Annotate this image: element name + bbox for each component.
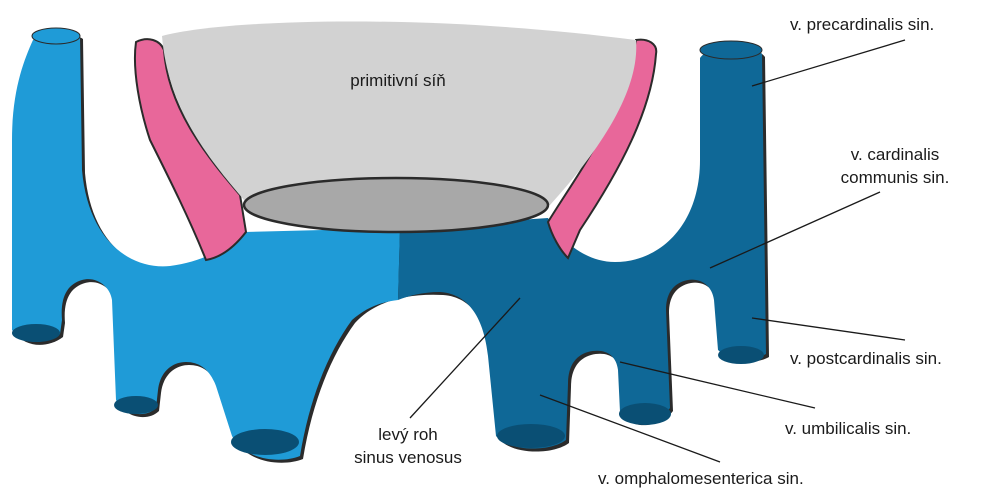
label-cardinalis-line2: communis sin. [841, 168, 950, 187]
label-precardinalis: v. precardinalis sin. [790, 15, 934, 34]
label-sinus-line1: levý roh [378, 425, 438, 444]
left-umbilical-opening [114, 396, 158, 414]
right-postcardinal-opening [718, 346, 764, 364]
right-precardinal-opening [700, 41, 762, 59]
right-umbilical-opening [619, 403, 671, 425]
left-omphalo-opening [231, 429, 299, 455]
left-precardinal-opening [32, 28, 80, 44]
label-atrium: primitivní síň [350, 71, 445, 90]
label-sinus-line2: sinus venosus [354, 448, 462, 467]
label-postcardinalis: v. postcardinalis sin. [790, 349, 942, 368]
label-umbilicalis: v. umbilicalis sin. [785, 419, 911, 438]
atrium-opening [244, 178, 548, 232]
left-postcardinal-opening [12, 324, 60, 342]
label-cardinalis-line1: v. cardinalis [851, 145, 940, 164]
right-omphalo-opening [497, 424, 565, 448]
leader-precardinalis [752, 40, 905, 86]
label-omphalomesenterica: v. omphalomesenterica sin. [598, 469, 804, 488]
leader-postcardinalis [752, 318, 905, 340]
